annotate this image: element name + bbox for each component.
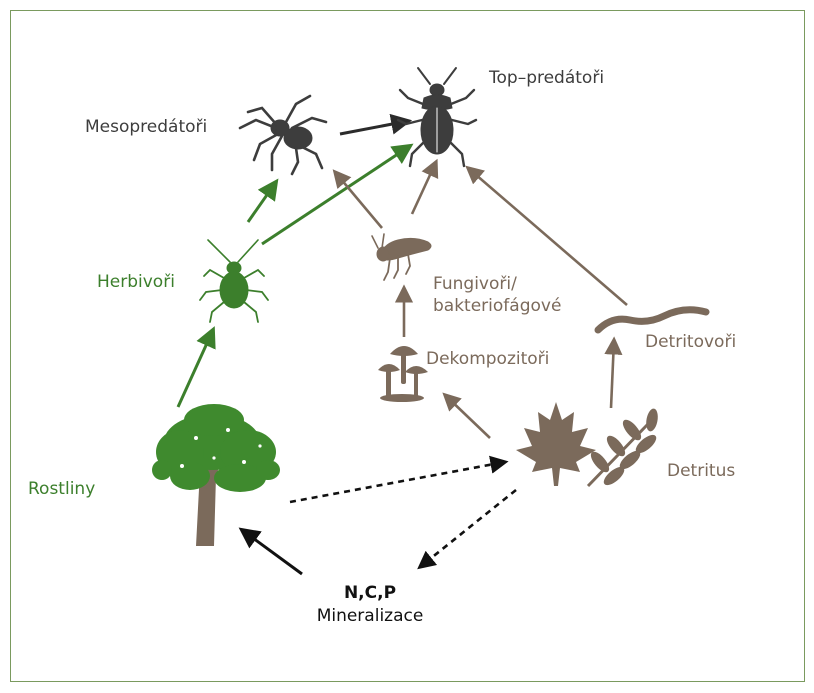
aphid-icon <box>200 240 268 322</box>
arrow-mineral-to-plant <box>242 530 302 574</box>
mineralization-label: Mineralizace <box>300 605 440 627</box>
bacteriophages-label: bakteriofágové <box>433 295 561 317</box>
fungivores-label: Fungivoři/ <box>433 273 517 295</box>
arrow-plant-to-detritus-dashed <box>290 462 505 502</box>
arrow-plant-to-herb <box>178 330 213 407</box>
springtail-icon <box>372 234 431 280</box>
beetle-icon <box>398 68 476 166</box>
mesopredators-label: Mesopredátoři <box>85 116 207 138</box>
spider-icon <box>240 96 326 174</box>
plants-label: Rostliny <box>28 478 95 500</box>
herbivores-label: Herbivoři <box>97 271 175 293</box>
arrow-detritus-to-decomp <box>445 395 490 438</box>
arrow-fungi-to-top <box>412 162 436 214</box>
arrow-detritus-to-mineral-dashed <box>420 490 516 567</box>
decomposers-label: Dekompozitoři <box>426 348 549 370</box>
mushroom-icon <box>378 346 428 402</box>
arrow-herb-to-top <box>262 146 410 244</box>
arrow-meso-to-top <box>340 121 408 134</box>
nutrients-label: N,C,P <box>300 582 440 604</box>
leaf-branch-icon <box>588 408 659 487</box>
top-predators-label: Top–predátoři <box>489 67 604 89</box>
detritus-label: Detritus <box>667 460 735 482</box>
maple-leaf-icon <box>516 402 596 486</box>
arrow-herb-to-meso <box>248 182 276 222</box>
detritivores-label: Detritovoři <box>645 331 736 353</box>
tree-icon <box>152 404 280 546</box>
worm-icon <box>598 310 706 330</box>
arrow-detritus-to-detritivore <box>611 340 614 408</box>
